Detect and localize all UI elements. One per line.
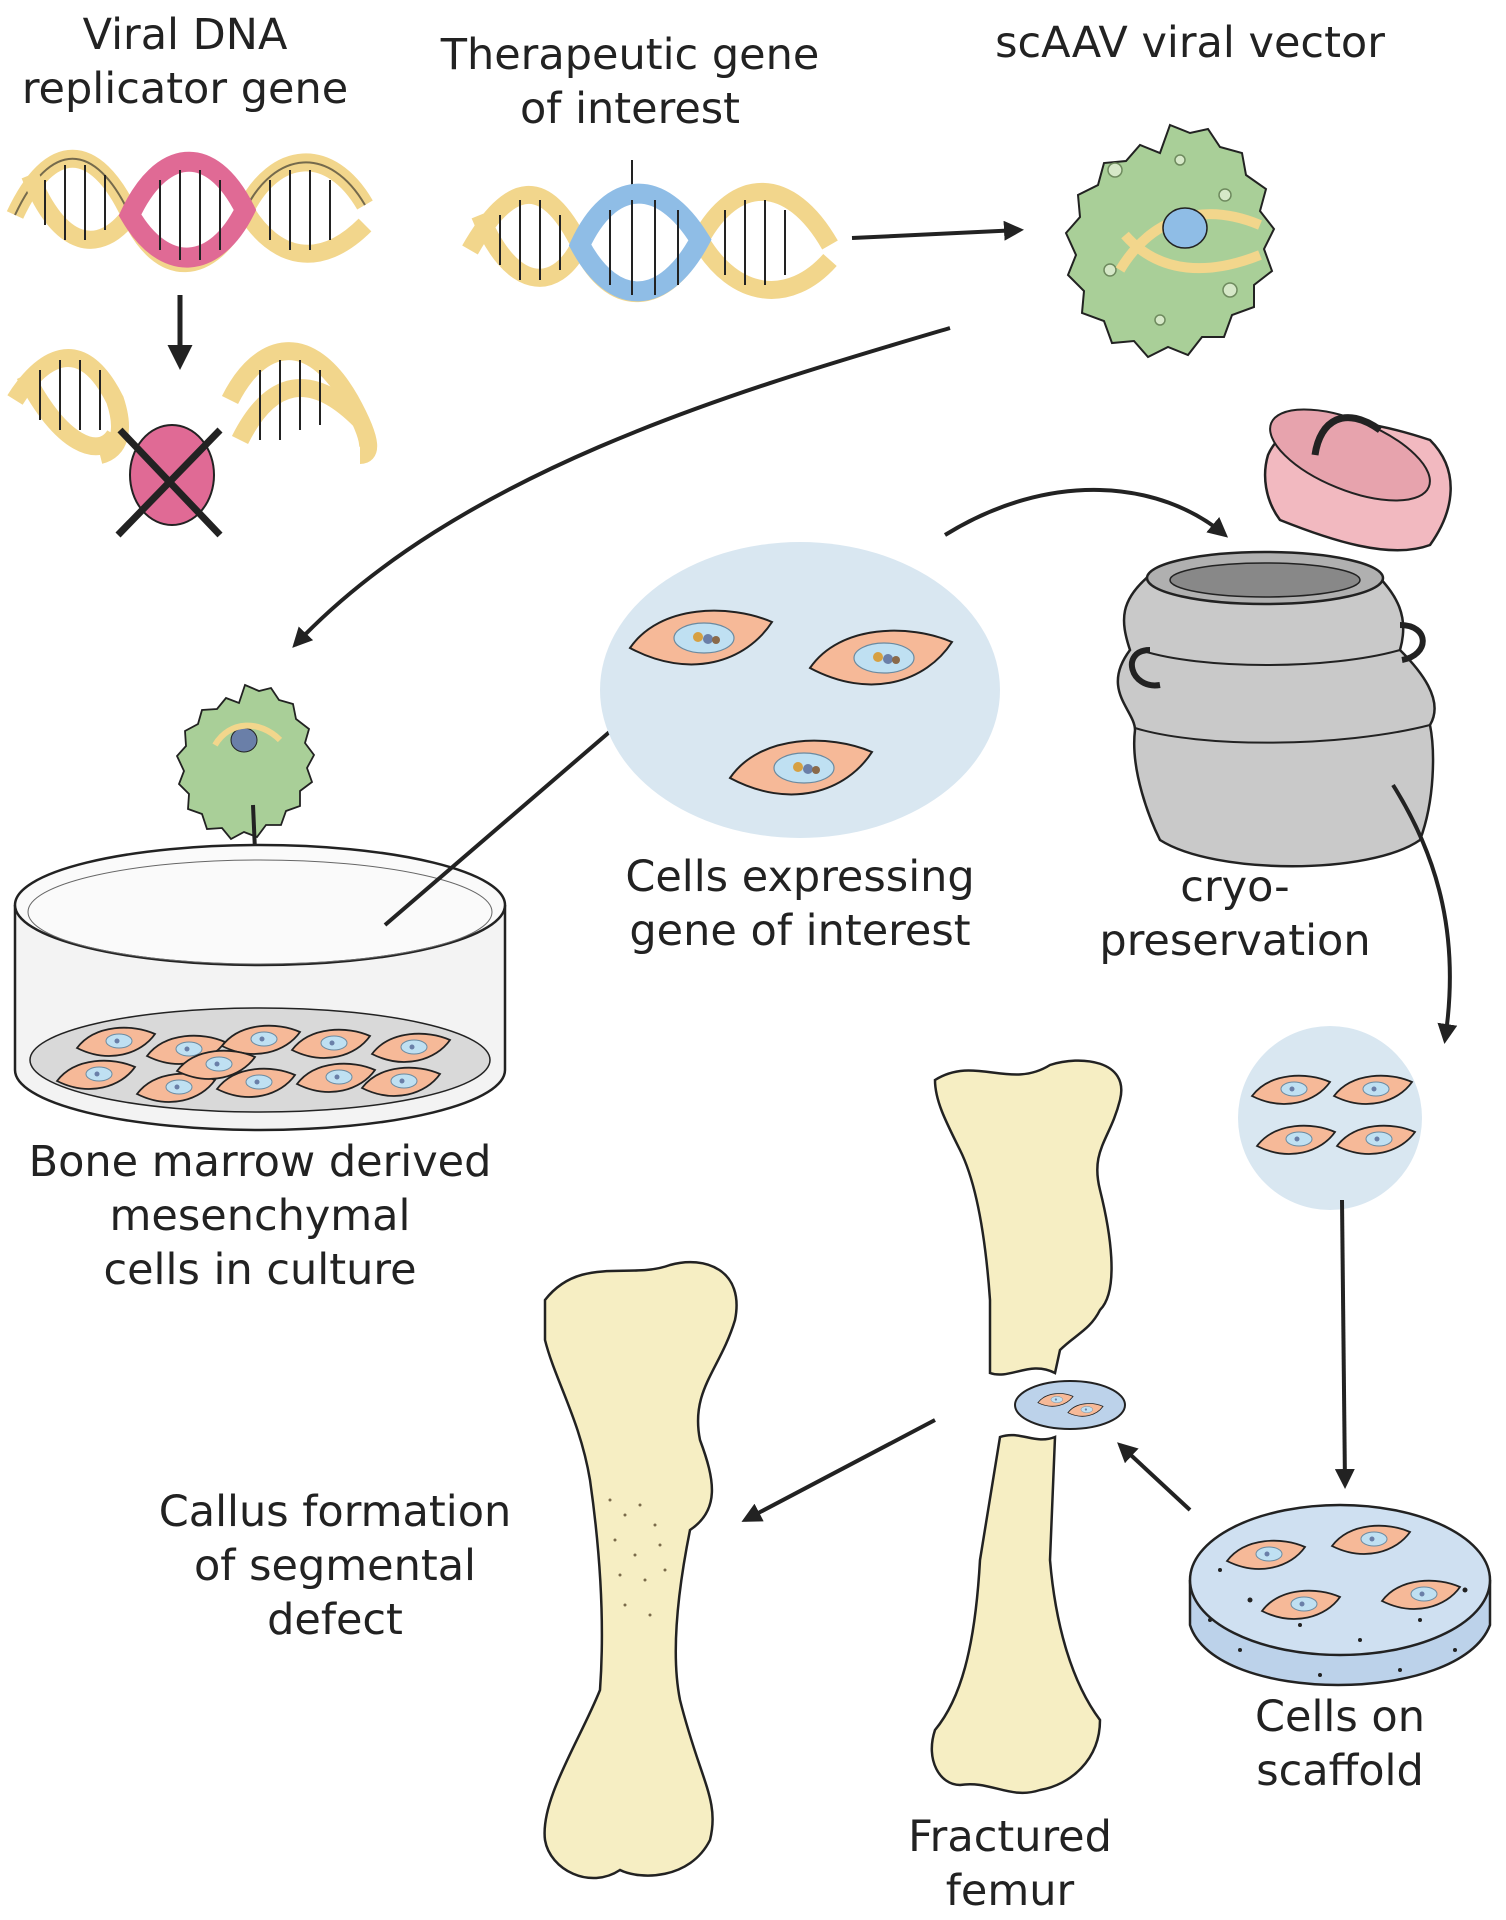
- bone-marrow-label-line: mesenchymal: [109, 1191, 411, 1241]
- arrow-to-vector: [851, 220, 1024, 241]
- fractured-femur-label-line: Fractured: [908, 1812, 1112, 1862]
- therapeutic-gene-label-line: of interest: [519, 84, 741, 134]
- petri-dish: [13, 843, 507, 1132]
- arrow-to-cells: [383, 707, 639, 927]
- therapeutic-dna-helix: [462, 160, 838, 303]
- bone-marrow-label: Bone marrow derived mesenchymal cells in…: [10, 1135, 510, 1297]
- callus-formation-label-line: Callus formation: [158, 1487, 512, 1537]
- scaav-virus-large: [1064, 123, 1276, 359]
- scaav-label: scAAV viral vector: [995, 18, 1385, 68]
- fractured-femur: [930, 1059, 1126, 1795]
- cells-on-scaffold-label-line: Cells on: [1254, 1692, 1425, 1742]
- arrow-to-femur: [1117, 1442, 1192, 1512]
- cryopreservation-label-line: cryo-: [1180, 862, 1290, 912]
- viral-dna-helix: [6, 150, 373, 273]
- fractured-femur-label: Fractured femur: [880, 1810, 1140, 1918]
- healed-femur: [543, 1260, 738, 1880]
- therapeutic-gene-label: Therapeutic gene of interest: [430, 28, 830, 136]
- arrow-to-culture: [292, 326, 951, 648]
- callus-texture: [608, 1498, 667, 1617]
- callus-formation-label-line: of segmental: [193, 1541, 477, 1591]
- cells-expressing-label-line: gene of interest: [629, 906, 971, 956]
- scaav-virus-small: [175, 683, 316, 841]
- cell-scaffold: [1188, 1503, 1492, 1687]
- callus-formation-label-line: defect: [267, 1595, 403, 1645]
- cells-expressing-label-line: Cells expressing: [625, 852, 975, 902]
- viral-dna-label: Viral DNA replicator gene: [0, 8, 370, 116]
- cryopreservation-label: cryo- preservation: [1085, 860, 1385, 968]
- fractured-femur-label-line: femur: [945, 1866, 1075, 1916]
- excised-dna-helix: [7, 342, 378, 538]
- thawed-cells-bubble: [1238, 1026, 1422, 1210]
- therapeutic-gene-label-line: Therapeutic gene: [440, 30, 820, 80]
- arrow-to-cryo: [943, 488, 1229, 538]
- cryo-dewar: [1116, 408, 1452, 868]
- callus-formation-label: Callus formation of segmental defect: [135, 1485, 535, 1647]
- arrow-to-scaffold: [1334, 1199, 1355, 1489]
- cryopreservation-label-line: preservation: [1099, 916, 1371, 966]
- viral-dna-label-line: Viral DNA: [82, 10, 288, 60]
- cells-on-scaffold-label-line: scaffold: [1256, 1746, 1424, 1796]
- bone-marrow-label-line: cells in culture: [103, 1245, 417, 1295]
- bone-marrow-label-line: Bone marrow derived: [28, 1137, 492, 1187]
- viral-dna-label-line: replicator gene: [21, 64, 349, 114]
- arrow-to-callus: [741, 1418, 936, 1522]
- cells-on-scaffold-label: Cells on scaffold: [1195, 1690, 1485, 1798]
- cells-expressing-label: Cells expressing gene of interest: [595, 850, 1005, 958]
- arrow-to-thawed-cells: [1391, 783, 1458, 1044]
- expressing-cells-bubble: [600, 542, 1000, 838]
